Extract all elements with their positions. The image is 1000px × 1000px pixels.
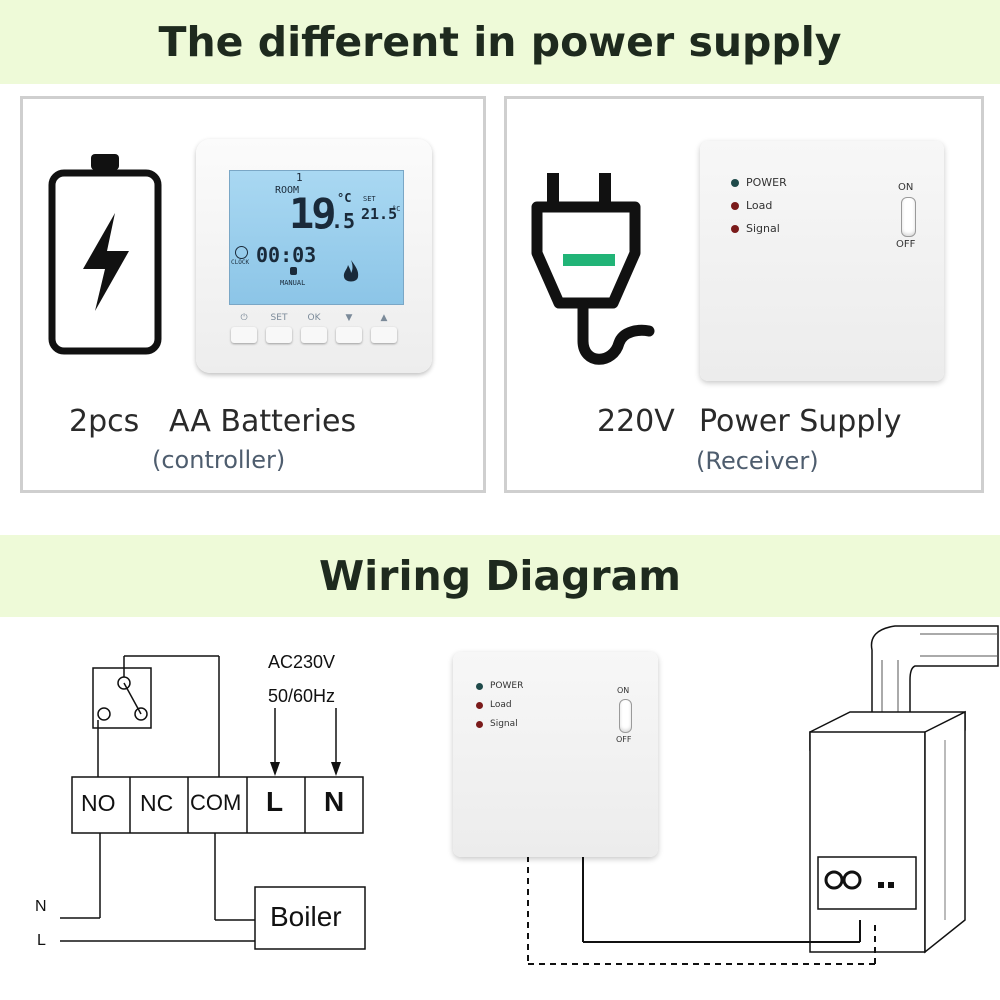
power-led bbox=[731, 178, 739, 187]
flame-icon bbox=[343, 260, 359, 282]
terminal-n: N bbox=[324, 786, 345, 817]
boiler-label: Boiler bbox=[270, 901, 342, 932]
wiring-schematic: AC230V 50/60Hz NO NC COM L N N L Boiler bbox=[0, 620, 420, 1000]
set-temp: 21.5 bbox=[361, 205, 398, 223]
power-led-diagram bbox=[476, 682, 483, 690]
signal-indicator: Signal bbox=[731, 222, 780, 235]
load-indicator: Load bbox=[731, 199, 772, 212]
power-supply-title: The different in power supply bbox=[0, 0, 1000, 84]
line-l: L bbox=[37, 932, 46, 949]
signal-indicator-label-diagram: Signal bbox=[490, 719, 518, 729]
ok-button-label: OK bbox=[307, 313, 321, 323]
clock-label: CLOCK bbox=[231, 259, 250, 266]
load-led-diagram bbox=[476, 701, 483, 709]
signal-led-diagram bbox=[476, 720, 483, 728]
room-label: ROOM bbox=[275, 185, 300, 196]
load-led bbox=[731, 201, 739, 210]
terminal-nc: NC bbox=[140, 790, 174, 816]
switch-on-label-diagram: ON bbox=[617, 686, 630, 695]
battery-panel: 1 ROOM 19 .5 °C SET 21.5 °C CLOCK 00:03 … bbox=[20, 96, 486, 493]
battery-quantity: 2pcs bbox=[69, 404, 140, 439]
up-button[interactable] bbox=[371, 327, 397, 343]
receiver-unit-diagram: POWER Load Signal ON OFF bbox=[453, 652, 658, 857]
thermostat-lcd: 1 ROOM 19 .5 °C SET 21.5 °C CLOCK 00:03 … bbox=[229, 170, 404, 305]
battery-device: (controller) bbox=[152, 446, 286, 474]
switch-off-label: OFF bbox=[896, 239, 916, 250]
mains-device: (Receiver) bbox=[696, 447, 819, 475]
supply-voltage: AC230V bbox=[268, 652, 336, 672]
power-button-label: ⏻ bbox=[240, 313, 248, 323]
switch-on-label: ON bbox=[898, 182, 914, 193]
power-indicator: POWER bbox=[731, 176, 787, 189]
power-indicator-label-diagram: POWER bbox=[490, 681, 524, 691]
load-indicator-label-diagram: Load bbox=[490, 700, 512, 710]
terminal-no: NO bbox=[81, 790, 116, 816]
set-button[interactable] bbox=[266, 327, 292, 343]
installation-illustration: POWER Load Signal ON OFF bbox=[420, 620, 1000, 1000]
clock-time: 00:03 bbox=[256, 243, 317, 267]
mode-label: MANUAL bbox=[280, 279, 306, 287]
room-temp: 19 bbox=[289, 189, 337, 238]
hand-icon bbox=[290, 267, 297, 275]
wiring-lines bbox=[60, 655, 366, 950]
power-button[interactable] bbox=[231, 327, 257, 343]
boiler-illustration bbox=[527, 625, 999, 965]
up-button-label: ▲ bbox=[380, 313, 388, 323]
wiring-diagram-title: Wiring Diagram bbox=[0, 535, 1000, 617]
plug-icon bbox=[531, 173, 655, 365]
load-indicator-diagram: Load bbox=[476, 700, 512, 710]
battery-label: AA Batteries bbox=[169, 404, 357, 439]
power-indicator-diagram: POWER bbox=[476, 681, 523, 691]
down-button-label: ▼ bbox=[345, 313, 353, 323]
load-indicator-label: Load bbox=[746, 199, 773, 212]
switch-off-label-diagram: OFF bbox=[616, 735, 632, 744]
display-index: 1 bbox=[296, 171, 303, 184]
room-unit: °C bbox=[337, 191, 352, 205]
mains-voltage: 220V bbox=[597, 404, 675, 439]
signal-indicator-diagram: Signal bbox=[476, 719, 518, 729]
terminal-l: L bbox=[266, 786, 284, 817]
down-button[interactable] bbox=[336, 327, 362, 343]
power-switch[interactable] bbox=[901, 197, 916, 237]
terminal-com: COM bbox=[190, 790, 242, 815]
set-label: SET bbox=[363, 195, 376, 203]
ok-button[interactable] bbox=[301, 327, 327, 343]
power-indicator-label: POWER bbox=[746, 176, 787, 189]
signal-led bbox=[731, 224, 739, 233]
room-temp-decimal: .5 bbox=[331, 209, 356, 233]
battery-icon bbox=[48, 154, 162, 355]
mains-panel: POWER Load Signal ON OFF 220V Power Supp… bbox=[504, 96, 984, 493]
power-switch-diagram[interactable] bbox=[619, 699, 632, 733]
set-unit: °C bbox=[392, 205, 401, 213]
mains-label: Power Supply bbox=[699, 404, 902, 439]
supply-frequency: 50/60Hz bbox=[268, 686, 336, 706]
thermostat-controller: 1 ROOM 19 .5 °C SET 21.5 °C CLOCK 00:03 … bbox=[196, 139, 432, 373]
signal-indicator-label: Signal bbox=[746, 222, 780, 235]
line-n: N bbox=[35, 898, 47, 915]
clock-icon bbox=[235, 246, 248, 259]
receiver-unit: POWER Load Signal ON OFF bbox=[700, 141, 944, 381]
set-button-label: SET bbox=[270, 313, 288, 323]
